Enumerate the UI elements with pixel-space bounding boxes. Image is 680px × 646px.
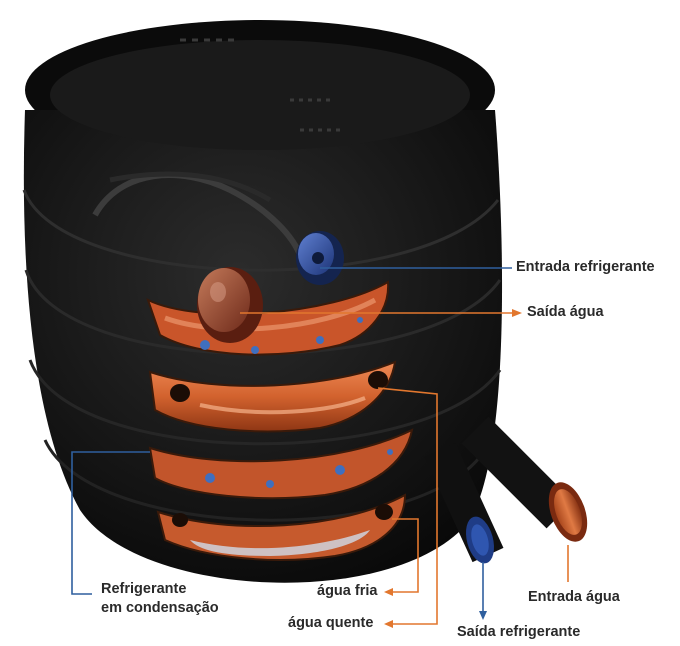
label-saida-agua: Saída água	[527, 304, 604, 321]
label-refrigerante-condensacao-line1: Refrigerante	[101, 581, 186, 598]
water-outlet-fitting	[197, 267, 263, 343]
label-refrigerante-condensacao-line2: em condensação	[101, 600, 219, 617]
label-entrada-agua: Entrada água	[528, 589, 620, 606]
refrigerant-inlet-fitting	[296, 231, 344, 285]
label-entrada-refrigerante: Entrada refrigerante	[516, 259, 655, 276]
label-agua-quente: água quente	[288, 615, 373, 632]
label-agua-fria: água fria	[317, 583, 377, 600]
label-saida-refrigerante: Saída refrigerante	[457, 624, 580, 641]
